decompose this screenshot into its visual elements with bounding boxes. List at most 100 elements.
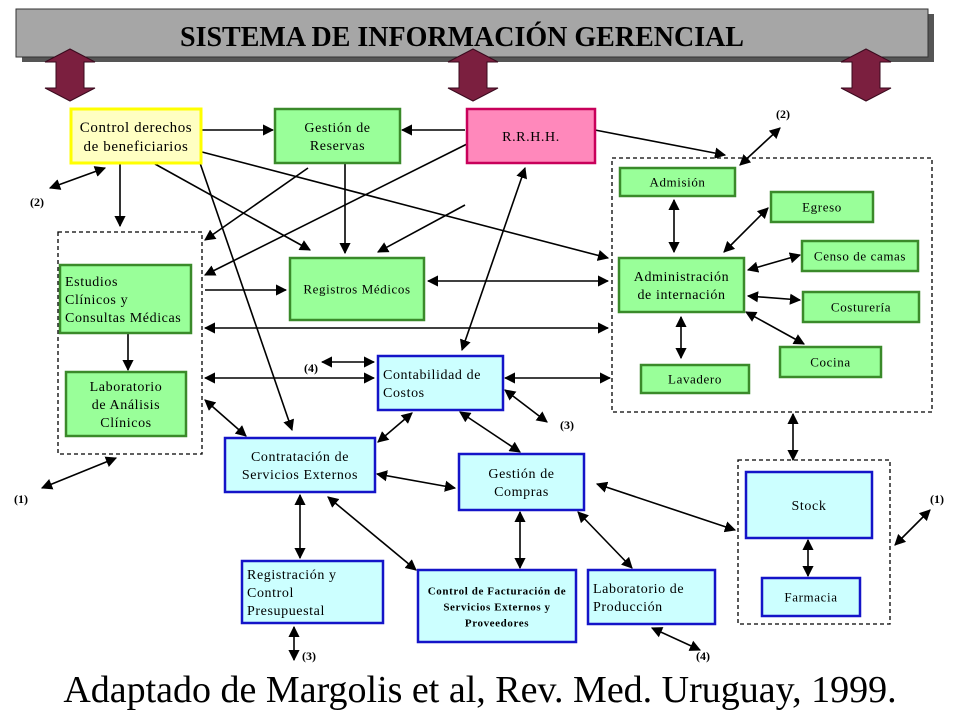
box-admision-line-1: Admisión bbox=[649, 174, 705, 189]
box-contabilidad-line-2: Costos bbox=[383, 386, 425, 401]
box-egreso: Egreso bbox=[769, 190, 875, 224]
box-rrhh: R.R.H.H. bbox=[465, 107, 597, 165]
box-censo: Censo de camas bbox=[800, 239, 920, 273]
clinical-group-frame bbox=[57, 231, 203, 455]
box-costureria: Costurería bbox=[801, 290, 921, 324]
connector-31 bbox=[377, 412, 413, 443]
box-cocina: Cocina bbox=[778, 345, 883, 379]
box-facturacion-line-3: Proveedores bbox=[465, 617, 529, 629]
box-admision: Admisión bbox=[618, 166, 737, 198]
title-banner: SISTEMA DE INFORMACIÓN GERENCIAL bbox=[15, 8, 934, 62]
box-reservas-line-1: Gestión de bbox=[304, 121, 370, 136]
box-stock-line-1: Stock bbox=[792, 499, 827, 514]
banner-double-arrow-2 bbox=[447, 48, 499, 102]
box-facturacion-line-1: Control de Facturación de bbox=[428, 585, 567, 597]
ref-label-r3_bottom: (3) bbox=[302, 649, 316, 663]
box-rrhh-line-1: R.R.H.H. bbox=[502, 130, 560, 145]
connector-17 bbox=[723, 207, 769, 253]
box-laboratorio-line-1: Laboratorio bbox=[90, 380, 163, 395]
ref-label-r1_right: (1) bbox=[930, 492, 944, 506]
connector-7 bbox=[201, 151, 610, 261]
box-control-line-2: de beneficiarios bbox=[84, 139, 189, 155]
connector-35 bbox=[327, 496, 417, 571]
box-facturacion-line-2: Servicios Externos y bbox=[443, 601, 550, 613]
connector-19 bbox=[746, 291, 802, 305]
connector-30 bbox=[204, 399, 247, 437]
connector-18 bbox=[746, 252, 802, 273]
box-internacion-line-1: Administración bbox=[634, 270, 730, 285]
banner-double-arrow-3 bbox=[840, 48, 892, 102]
connector-11 bbox=[203, 139, 476, 276]
connector-38 bbox=[595, 481, 737, 533]
box-estudios: Estudios Clínicos y Consultas Médicas bbox=[58, 263, 193, 335]
ref-label-r4_mid: (4) bbox=[304, 361, 318, 375]
box-registros-line-1: Registros Médicos bbox=[303, 281, 410, 296]
box-costureria-line-1: Costurería bbox=[831, 299, 891, 314]
box-estudios-line-2: Clínicos y bbox=[65, 293, 128, 308]
box-estudios-line-3: Consultas Médicas bbox=[65, 311, 181, 326]
box-labprod: Laboratorio de Producción bbox=[586, 568, 717, 626]
connector-32 bbox=[459, 411, 521, 453]
box-farmacia-line-1: Farmacia bbox=[784, 589, 837, 604]
ref-label-r3_mid: (3) bbox=[560, 418, 574, 432]
box-reservas-line-2: Reservas bbox=[310, 139, 365, 154]
ref-label-r2_left: (2) bbox=[30, 195, 44, 209]
box-registracion-line-3: Presupuestal bbox=[247, 604, 325, 619]
connector-10 bbox=[204, 167, 309, 241]
connector-29 bbox=[504, 389, 548, 423]
box-registracion-line-2: Control bbox=[247, 586, 294, 601]
connector-3 bbox=[594, 129, 727, 159]
box-lavadero-line-1: Lavadero bbox=[668, 371, 722, 386]
box-internacion-line-2: de internación bbox=[637, 288, 725, 303]
connector-44 bbox=[650, 627, 702, 651]
box-compras-line-2: Compras bbox=[494, 485, 549, 500]
banner-double-arrow-1 bbox=[44, 48, 96, 102]
connector-33 bbox=[375, 470, 457, 492]
connector-39 bbox=[40, 456, 118, 490]
box-internacion: Administración de internación bbox=[617, 256, 746, 314]
box-estudios-line-1: Estudios bbox=[65, 275, 118, 290]
box-stock: Stock bbox=[744, 470, 874, 540]
box-compras-line-1: Gestión de bbox=[488, 467, 554, 482]
connector-42 bbox=[894, 509, 931, 546]
box-laboratorio-line-2: de Análisis bbox=[92, 398, 160, 413]
box-reservas: Gestión de Reservas bbox=[273, 107, 402, 165]
box-egreso-line-1: Egreso bbox=[802, 199, 842, 214]
box-censo-line-1: Censo de camas bbox=[814, 248, 906, 263]
box-lavadero: Lavadero bbox=[639, 363, 751, 395]
box-registros: Registros Médicos bbox=[288, 256, 426, 322]
box-labprod-line-2: Producción bbox=[593, 600, 663, 615]
connector-20 bbox=[745, 311, 805, 345]
box-control: Control derechos de beneficiarios bbox=[69, 107, 203, 165]
box-contratacion-line-2: Servicios Externos bbox=[242, 468, 358, 483]
connector-37 bbox=[577, 511, 633, 569]
connectors bbox=[40, 124, 931, 662]
ref-label-r4_bottom: (4) bbox=[696, 649, 710, 663]
box-farmacia: Farmacia bbox=[760, 576, 862, 618]
ref-label-r2_top: (2) bbox=[776, 107, 790, 121]
box-labprod-line-1: Laboratorio de bbox=[593, 582, 684, 597]
stock-group-frame bbox=[737, 459, 891, 625]
connector-8 bbox=[199, 162, 295, 432]
connector-12 bbox=[377, 204, 466, 253]
connector-15 bbox=[739, 127, 781, 166]
source-caption: Adaptado de Margolis et al, Rev. Med. Ur… bbox=[63, 669, 897, 711]
box-laboratorio-line-3: Clínicos bbox=[100, 416, 151, 431]
box-registracion-line-1: Registración y bbox=[247, 568, 337, 583]
connector-5 bbox=[48, 166, 107, 190]
reference-labels: (2)(2)(4)(3)(1)(1)(3)(4) bbox=[14, 107, 944, 663]
box-compras: Gestión de Compras bbox=[457, 452, 586, 512]
box-facturacion: Control de Facturación de Servicios Exter… bbox=[416, 568, 578, 644]
connector-13 bbox=[460, 166, 527, 352]
box-cocina-line-1: Cocina bbox=[810, 354, 850, 369]
box-control-line-1: Control derechos bbox=[80, 120, 193, 136]
connector-6 bbox=[154, 163, 311, 251]
banner-arrows bbox=[44, 48, 892, 102]
